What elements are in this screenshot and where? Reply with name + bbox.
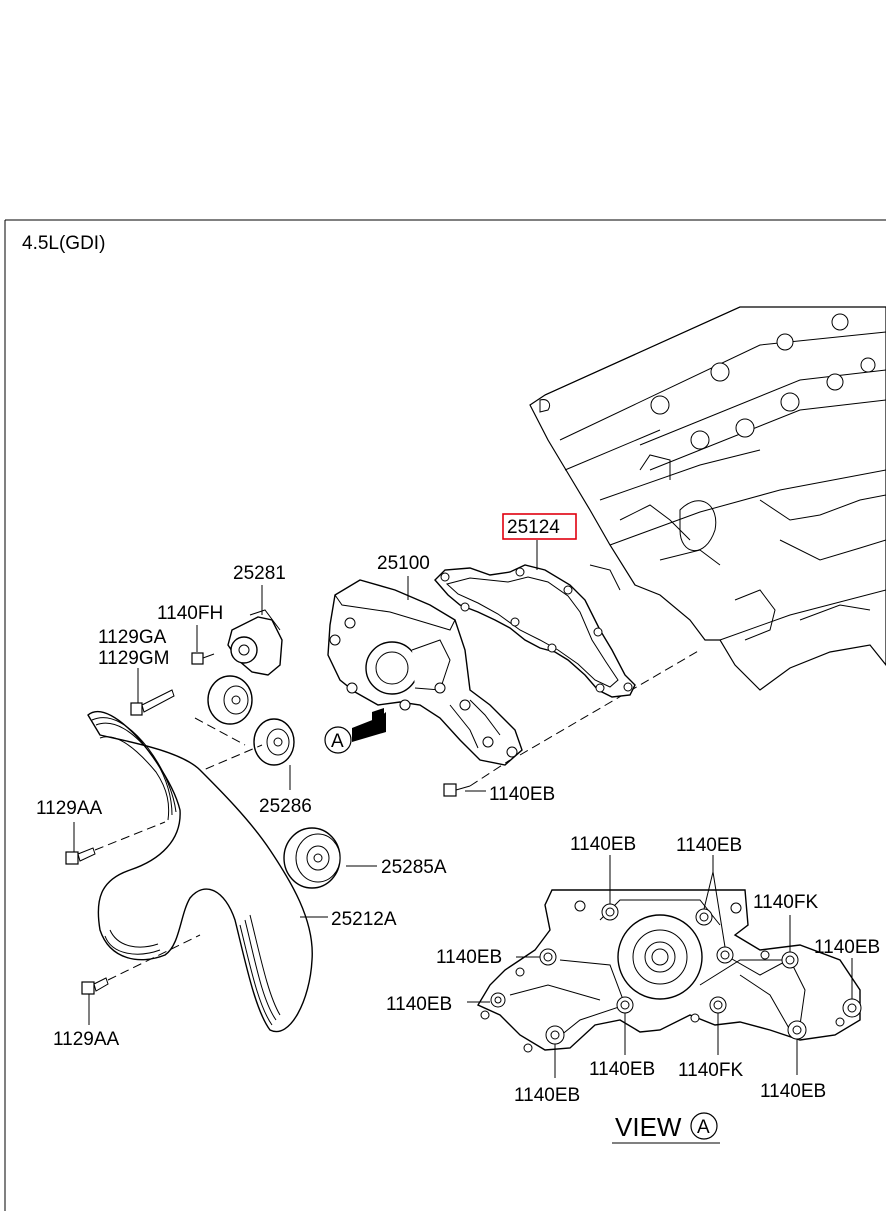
leader-lines <box>73 540 538 1025</box>
callout-letter: A <box>331 731 344 752</box>
idler-line-1 <box>194 717 246 746</box>
label-1129GM[interactable]: 1129GM <box>98 648 169 669</box>
label-view-eb-left-upper[interactable]: 1140EB <box>436 947 502 968</box>
diagram-frame <box>4 219 886 1211</box>
diagram-title: 4.5L(GDI) <box>22 233 105 254</box>
bolt-1140EB <box>443 759 511 797</box>
gasket-25124 <box>434 564 636 698</box>
belt-25212A <box>87 710 313 1033</box>
label-1140FH[interactable]: 1140FH <box>157 603 223 624</box>
label-view-eb-bottom-left[interactable]: 1140EB <box>514 1085 580 1106</box>
view-a-callout: A <box>324 708 386 754</box>
label-view-fk-right[interactable]: 1140FK <box>753 892 818 913</box>
view-a-labels: 1140EB 1140EB 1140FK 1140EB 1140EB 1140E… <box>386 834 880 1106</box>
label-25286[interactable]: 25286 <box>259 796 312 817</box>
view-a-caption: VIEW A <box>612 1112 720 1144</box>
bolt-1140FH <box>191 652 215 665</box>
engine-block <box>529 306 886 691</box>
label-1129AA-top[interactable]: 1129AA <box>36 798 103 819</box>
water-pump-25100 <box>327 579 523 766</box>
label-25285A[interactable]: 25285A <box>381 857 447 878</box>
view-a-pump <box>476 889 862 1053</box>
highlight-box <box>502 513 577 540</box>
label-view-eb-bottom-right[interactable]: 1140EB <box>760 1081 826 1102</box>
idler-upper <box>207 675 253 725</box>
view-letter: A <box>697 1117 710 1138</box>
pulley-25285A <box>283 827 341 889</box>
label-1129AA-bottom[interactable]: 1129AA <box>53 1029 120 1050</box>
label-1129GA[interactable]: 1129GA <box>98 627 167 648</box>
bolt-1129AA-top <box>65 821 166 865</box>
label-view-eb-left-lower[interactable]: 1140EB <box>386 994 452 1015</box>
view-a-leaders <box>467 855 853 1078</box>
label-view-eb-top-left[interactable]: 1140EB <box>570 834 636 855</box>
label-view-eb-far-right[interactable]: 1140EB <box>814 937 880 958</box>
label-25212A[interactable]: 25212A <box>331 909 397 930</box>
label-25124[interactable]: 25124 <box>507 517 560 538</box>
idler-25286 <box>253 718 295 766</box>
label-view-eb-top-right[interactable]: 1140EB <box>676 835 742 856</box>
label-view-eb-bottom-center[interactable]: 1140EB <box>589 1059 655 1080</box>
view-label: VIEW <box>615 1112 682 1142</box>
label-25100[interactable]: 25100 <box>377 553 430 574</box>
label-view-fk-bottom[interactable]: 1140FK <box>678 1060 743 1081</box>
bolt-1129AA-bottom <box>81 934 201 995</box>
label-1140EB[interactable]: 1140EB <box>489 784 555 805</box>
tensioner-25281 <box>227 609 283 676</box>
label-25281[interactable]: 25281 <box>233 563 286 584</box>
bolt-1129GA <box>130 689 175 716</box>
alignment-line <box>519 649 701 756</box>
